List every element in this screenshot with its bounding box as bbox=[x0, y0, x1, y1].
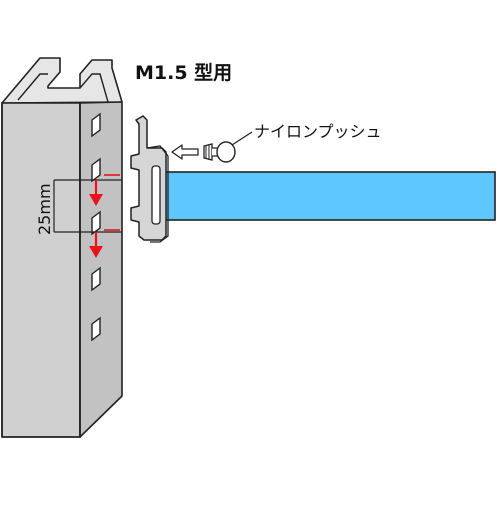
post-top-cap bbox=[1, 57, 123, 104]
slot-hole bbox=[91, 266, 101, 292]
post-front-face bbox=[1, 102, 81, 438]
upright-post bbox=[1, 57, 123, 438]
slot-hole bbox=[91, 112, 101, 138]
bracket-slot bbox=[151, 165, 161, 225]
post-top-inner-right bbox=[79, 73, 109, 103]
down-arrow-icon bbox=[89, 180, 103, 258]
title: M1.5 型用 bbox=[135, 61, 232, 84]
dimension-label: 25mm bbox=[35, 183, 54, 235]
slot-hole bbox=[91, 316, 101, 342]
hook-guides bbox=[104, 174, 120, 231]
part-label: ナイロンプッシュ bbox=[254, 122, 382, 141]
bracket-plate bbox=[130, 115, 167, 241]
post-slot-holes bbox=[91, 112, 101, 342]
beam bbox=[157, 171, 496, 221]
beam-bracket bbox=[130, 115, 169, 243]
post-top-inner-left bbox=[17, 73, 48, 101]
bracket-flange bbox=[146, 145, 169, 243]
part-leader-line bbox=[231, 131, 253, 146]
slot-hole bbox=[91, 157, 101, 183]
post-side-face bbox=[79, 101, 123, 438]
slot-hole bbox=[91, 210, 101, 236]
dimension-bracket: 25mm bbox=[35, 179, 122, 235]
nylon-push-icon bbox=[203, 141, 236, 163]
insert-arrow-icon bbox=[171, 144, 199, 160]
